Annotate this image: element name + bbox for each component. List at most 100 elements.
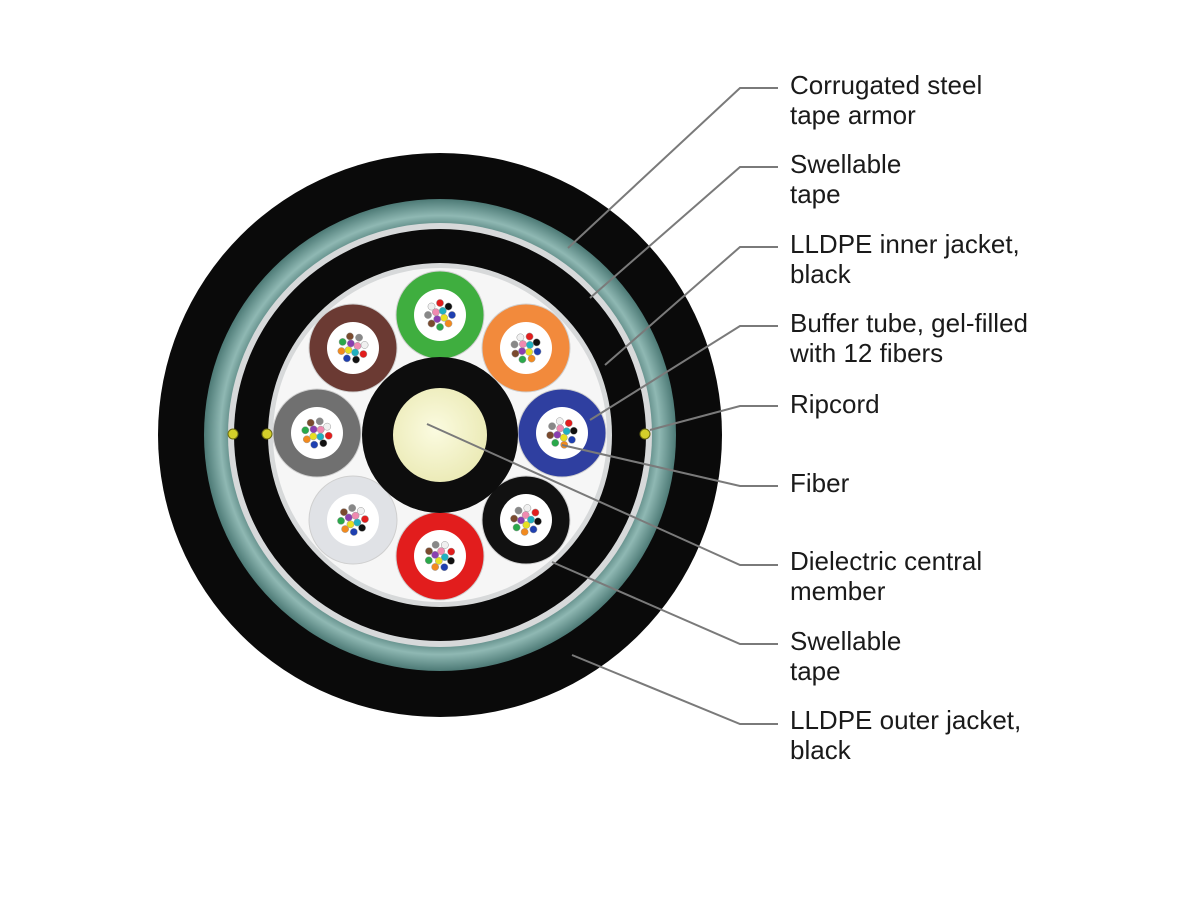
fiber — [555, 417, 564, 426]
fiber — [441, 553, 449, 561]
leader-swellable-tape-outer — [589, 166, 778, 299]
fiber — [562, 427, 571, 436]
fiber — [510, 514, 518, 523]
fiber — [511, 349, 520, 358]
leader-buffer-tube — [589, 325, 778, 421]
fiber — [444, 302, 453, 311]
fiber — [309, 425, 318, 434]
fiber — [301, 426, 310, 435]
fiber — [433, 315, 442, 323]
ripcord-left-inner — [261, 428, 273, 440]
fiber — [533, 347, 542, 356]
fiber — [425, 547, 433, 556]
fiber — [351, 511, 360, 520]
fiber — [431, 563, 440, 571]
buffer-tube-gel — [414, 289, 466, 341]
buffer-tube-gel — [327, 494, 379, 546]
fiber — [438, 307, 447, 315]
fiber — [341, 525, 349, 533]
fiber — [353, 518, 362, 527]
fiber — [343, 354, 351, 363]
fiber — [347, 339, 355, 348]
fiber — [316, 425, 325, 434]
fiber — [564, 419, 573, 427]
fiber — [440, 541, 449, 549]
fiber — [431, 540, 440, 549]
fiber — [337, 516, 345, 525]
label-ripcord: Ripcord — [790, 389, 880, 419]
leader-swellable-tape-inner — [551, 561, 778, 645]
fiber — [559, 433, 568, 442]
fiber — [360, 341, 369, 349]
fiber — [546, 431, 555, 440]
fiber — [358, 524, 366, 532]
buffer-tube — [308, 475, 398, 565]
fiber — [440, 563, 449, 572]
buffer-tube — [272, 388, 362, 478]
buffer-tube — [308, 303, 398, 393]
fiber — [323, 422, 332, 431]
fiber — [302, 435, 311, 444]
fiber — [346, 520, 355, 529]
fiber — [527, 515, 535, 524]
fiber — [512, 523, 521, 532]
buffer-tube — [517, 388, 607, 478]
fiber — [355, 333, 363, 342]
fiber — [353, 342, 362, 350]
dielectric-central-member — [393, 388, 487, 482]
fiber — [346, 332, 354, 341]
buffer-tube-gel — [536, 407, 588, 459]
fiber — [553, 430, 562, 439]
fiber — [348, 504, 357, 512]
fiber — [349, 528, 358, 536]
fiber — [516, 333, 525, 342]
buffer-tube-gel — [500, 322, 552, 374]
fiber — [324, 431, 333, 440]
fiber — [529, 525, 538, 534]
fiber — [436, 299, 444, 307]
fiber — [447, 547, 456, 556]
fiber — [520, 528, 529, 536]
fiber — [352, 355, 360, 364]
fiber — [344, 513, 353, 522]
fiber — [532, 338, 541, 347]
fiber — [427, 302, 436, 311]
buffer-tube-gel — [414, 530, 466, 582]
fiber — [534, 517, 542, 526]
buffer-tube — [395, 270, 485, 360]
fiber — [556, 424, 565, 433]
fiber — [525, 348, 533, 356]
ripcord-left-outer — [227, 428, 239, 440]
fiber — [514, 506, 523, 515]
fiber — [338, 338, 347, 346]
fiber — [316, 432, 325, 441]
leader-lldpe-outer-jacket — [571, 654, 778, 725]
fiber — [431, 551, 439, 559]
leader-corrugated-steel-tape-armor — [567, 87, 778, 249]
fiber — [448, 311, 456, 319]
buffer-tube — [481, 475, 571, 565]
fiber — [344, 346, 353, 354]
fiber — [315, 417, 324, 426]
fiber — [437, 547, 445, 555]
fiber — [521, 511, 530, 519]
fiber — [337, 347, 346, 355]
fiber — [526, 341, 534, 349]
fiber — [424, 556, 433, 565]
label-lldpe-outer-jacket: LLDPE outer jacket,black — [790, 705, 1022, 765]
label-lldpe-inner-jacket: LLDPE inner jacket,black — [790, 229, 1020, 289]
leader-lldpe-inner-jacket — [604, 246, 778, 366]
fiber — [309, 432, 318, 441]
fiber — [424, 311, 432, 319]
fiber — [551, 439, 560, 447]
fiber — [440, 313, 448, 322]
fiber — [518, 347, 526, 355]
ripcord-right — [639, 428, 651, 440]
fiber — [340, 508, 348, 516]
fiber — [444, 319, 453, 328]
